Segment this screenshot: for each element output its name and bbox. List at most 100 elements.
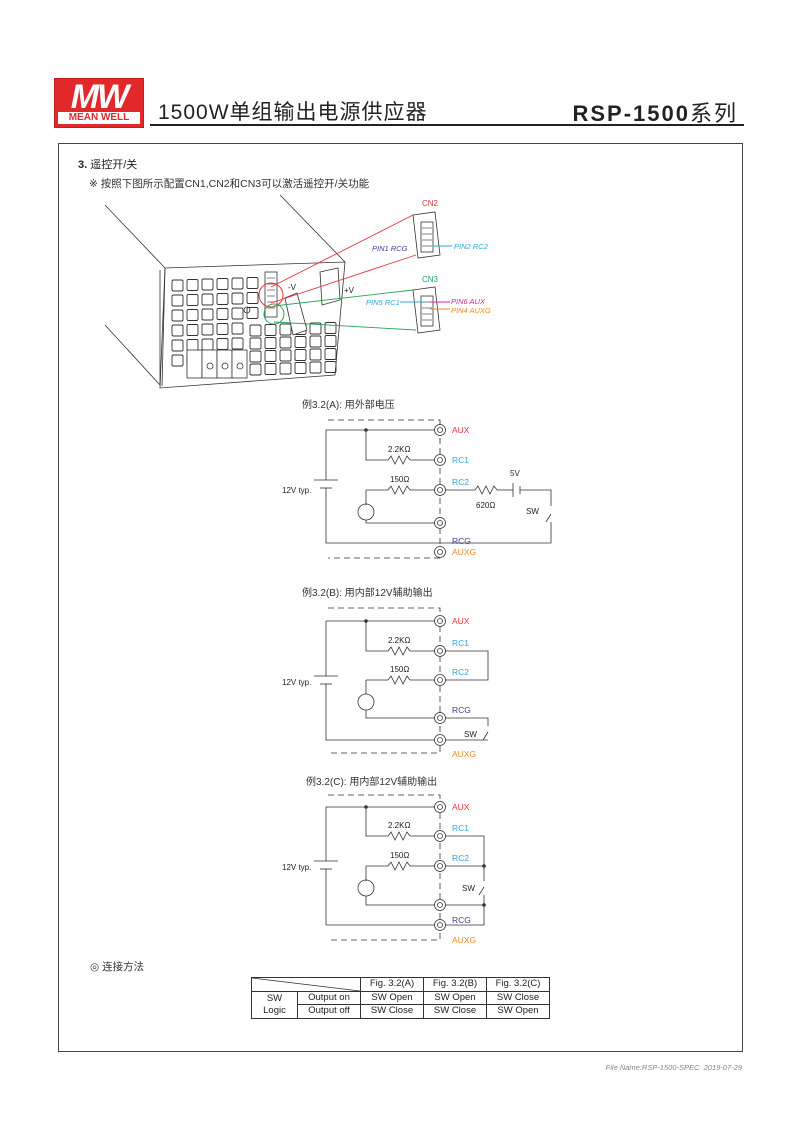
vent-hole: [201, 293, 214, 306]
vent-hole: [216, 323, 229, 335]
vent-hole: [186, 324, 199, 336]
resistor-150: [387, 485, 411, 495]
resistor-620: [474, 485, 498, 495]
vent-hole: [279, 336, 292, 349]
vent-hole: [309, 348, 322, 361]
vent-hole: [171, 324, 184, 337]
vent-hole: [201, 338, 214, 351]
chassis-edge: [104, 204, 166, 269]
vent-hole: [279, 323, 292, 336]
vent-hole: [171, 339, 184, 352]
module-boundary: [328, 419, 441, 559]
minus-v-label: -V: [288, 283, 297, 292]
terminal-rc1: [434, 645, 446, 657]
terminal-core: [437, 520, 443, 526]
vent-hole: [216, 278, 229, 290]
vent-hole: [246, 292, 259, 304]
cn2-link-bottom: [270, 254, 417, 304]
plus-v-terminal: [319, 267, 341, 306]
vent-hole: [324, 322, 337, 334]
table-row: SW Logic Output on SW Open SW Open SW Cl…: [251, 990, 550, 1019]
vent-hole: [294, 362, 307, 374]
row-label: Output off: [297, 1004, 361, 1019]
vent-hole: [294, 336, 307, 348]
terminal-rc1: [434, 830, 446, 842]
vent-grid: [171, 277, 337, 376]
connection-method-title: ◎ 连接方法: [90, 961, 145, 973]
optocoupler-led: [357, 503, 375, 521]
sw-logic-table: Fig. 3.2(A) Fig. 3.2(B) Fig. 3.2(C) SW L…: [251, 977, 550, 1019]
model-name: RSP-1500: [572, 101, 690, 126]
terminal-aux: [434, 424, 446, 436]
terminal-core: [437, 922, 443, 928]
terminal-core: [437, 804, 443, 810]
pin1-rcg-label: PIN1 RCG: [372, 244, 408, 253]
vent-hole: [186, 309, 199, 321]
terminal-rc2: [434, 484, 446, 496]
vent-hole: [231, 292, 244, 305]
file-name: File Name:RSP-1500-SPEC: [605, 1063, 700, 1072]
cn3-link-bottom: [273, 321, 417, 331]
vent-hole: [324, 335, 337, 347]
page-title: 1500W单组输出电源供应器: [158, 101, 428, 124]
vent-hole: [186, 279, 199, 291]
figure-c-caption: 例3.2(C): 用内部12V辅助输出: [306, 777, 438, 788]
vent-hole: [201, 278, 214, 291]
logo-text: MEAN WELL: [58, 112, 140, 124]
terminal-rcg: [434, 712, 446, 724]
terminal-label-rc2: RC2: [452, 853, 469, 863]
terminal-core: [437, 737, 443, 743]
terminal-auxg: [434, 919, 446, 931]
table-cell: SW Close: [360, 1004, 424, 1019]
terminal-core: [437, 648, 443, 654]
terminal-label-rc1: RC1: [452, 455, 469, 465]
vent-hole: [171, 354, 184, 367]
file-date: 2019-07-29: [703, 1063, 742, 1072]
r3-label: 620Ω: [476, 501, 495, 510]
vent-hole: [249, 337, 262, 350]
terminal-label-rc1: RC1: [452, 823, 469, 833]
terminal-core: [437, 833, 443, 839]
cn3-connector: [412, 286, 441, 334]
terminal-label-auxg: AUXG: [452, 749, 476, 759]
switch-label: SW: [464, 730, 477, 739]
wire-aux: [325, 429, 440, 480]
cn2-label: CN2: [422, 199, 439, 208]
pin4-auxg-label: PIN4 AUXG: [451, 306, 491, 315]
table-cell: SW Close: [423, 1004, 487, 1019]
section-title-text: 遥控开/关: [90, 159, 138, 171]
pin2-rc2-label: PIN2 RC2: [454, 242, 489, 251]
chassis-edge: [279, 194, 346, 263]
resistor-2k2: [387, 455, 411, 465]
terminal-aux: [434, 615, 446, 627]
vent-hole: [279, 362, 292, 375]
cn2-highlight: [258, 282, 284, 308]
vent-hole: [216, 308, 229, 320]
terminal-label-aux: AUX: [452, 802, 470, 812]
figure-a-caption: 例3.2(A): 用外部电压: [302, 400, 395, 411]
vent-hole: [264, 324, 277, 336]
row-label: Output on: [297, 990, 361, 1005]
output-terminals: [186, 349, 248, 379]
terminal-core: [437, 715, 443, 721]
vent-hole: [201, 323, 214, 336]
vent-hole: [171, 279, 184, 292]
cn3-link-top: [273, 289, 414, 307]
terminal-label-rcg: RCG: [452, 705, 471, 715]
section-note: ※ 按照下图所示配置CN1,CN2和CN3可以激活遥控开/关功能: [89, 178, 370, 190]
table-corner-cell: [251, 977, 361, 992]
mean-well-logo: MW MEAN WELL: [54, 78, 144, 128]
plus-v-label: +V: [344, 286, 355, 295]
terminal-label-auxg: AUXG: [452, 547, 476, 557]
ext-voltage-label: 5V: [510, 469, 520, 478]
figure-b-caption: 例3.2(B): 用内部12V辅助输出: [302, 588, 433, 599]
logo-mark: MW: [70, 78, 129, 116]
vent-hole: [186, 339, 199, 351]
table-header: Fig. 3.2(B): [423, 977, 487, 992]
terminal-core: [437, 457, 443, 463]
table-header-row: Fig. 3.2(A) Fig. 3.2(B) Fig. 3.2(C): [251, 977, 550, 992]
terminal-label-rc1: RC1: [452, 638, 469, 648]
section-title: 3. 遥控开/关: [78, 156, 137, 172]
